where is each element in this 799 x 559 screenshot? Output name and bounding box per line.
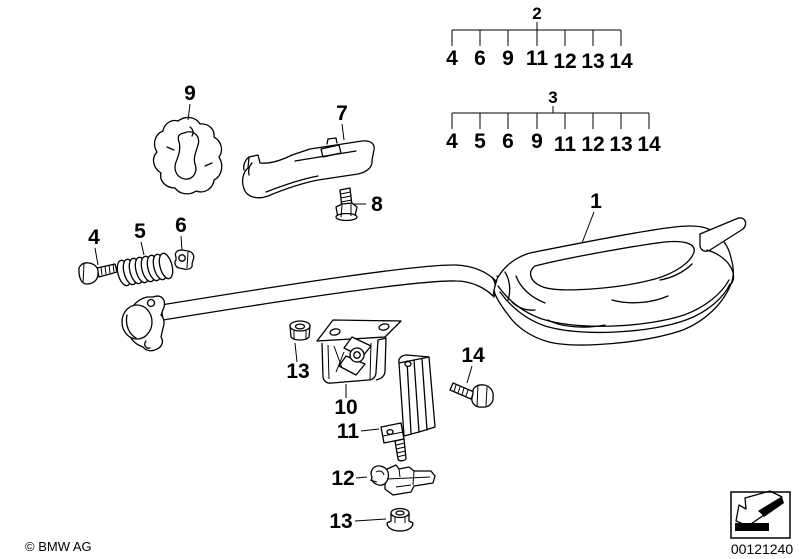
mount-bracket-drawing <box>316 319 402 384</box>
group-3-label[interactable]: 3 <box>548 88 557 107</box>
group-3-item[interactable]: 4 <box>446 130 458 153</box>
group-2-item[interactable]: 6 <box>474 47 486 70</box>
group-tree-3: 3 4 5 6 9 11 12 13 14 <box>446 88 661 156</box>
callout-clamp[interactable]: 12 <box>331 467 354 490</box>
rubber-ring-drawing <box>152 116 223 195</box>
callout-rubber-ring[interactable]: 9 <box>184 82 196 105</box>
callout-spring[interactable]: 5 <box>134 220 146 243</box>
callout-bracket-bolt[interactable]: 8 <box>371 193 383 216</box>
tailpipe-drawing <box>699 217 747 252</box>
front-nut-drawing <box>174 249 195 270</box>
drawing-number: 00121240 <box>731 541 794 557</box>
front-pipe-drawing <box>121 264 502 352</box>
hanger-bolt-drawing <box>449 382 494 408</box>
group-3-item[interactable]: 13 <box>609 133 632 156</box>
hanger-drawing <box>380 354 436 462</box>
group-3-item[interactable]: 6 <box>502 130 514 153</box>
callout-nut-bottom[interactable]: 13 <box>329 510 352 533</box>
group-3-item[interactable]: 12 <box>581 133 604 156</box>
group-2-item[interactable]: 4 <box>446 47 458 70</box>
callout-muffler[interactable]: 1 <box>590 190 602 213</box>
nut-top-drawing <box>289 320 311 341</box>
callout-mount-bracket[interactable]: 10 <box>334 396 357 419</box>
group-2-item[interactable]: 14 <box>609 50 633 73</box>
group-3-item[interactable]: 14 <box>637 133 661 156</box>
diagonal-arrow-icon <box>735 490 784 531</box>
muffler-drawing <box>493 217 747 346</box>
group-2-tree-lines <box>451 22 622 46</box>
copyright-text: © BMW AG <box>25 539 92 554</box>
callout-front-bolt[interactable]: 4 <box>88 226 100 249</box>
group-2-item[interactable]: 9 <box>502 47 514 70</box>
callout-support-bracket[interactable]: 7 <box>336 102 348 125</box>
support-bracket-drawing <box>241 137 375 199</box>
clamp-drawing <box>369 464 436 496</box>
nav-arrow-box[interactable] <box>730 490 791 539</box>
spring-drawing <box>116 252 174 287</box>
callout-front-nut[interactable]: 6 <box>175 214 187 237</box>
group-tree-2: 2 4 6 9 11 12 13 14 <box>446 4 633 73</box>
group-3-item[interactable]: 5 <box>474 130 486 153</box>
group-3-item[interactable]: 9 <box>531 130 543 153</box>
group-2-item[interactable]: 11 <box>526 47 549 70</box>
group-2-label[interactable]: 2 <box>532 4 541 23</box>
nut-bottom-drawing <box>386 507 414 532</box>
group-2-item[interactable]: 13 <box>581 50 604 73</box>
group-3-item[interactable]: 11 <box>554 133 577 156</box>
callout-hanger[interactable]: 11 <box>337 420 360 443</box>
front-bolt-drawing <box>78 262 118 285</box>
callout-hanger-bolt[interactable]: 14 <box>461 344 485 367</box>
callout-leader-lines <box>94 103 595 522</box>
callout-nut-top[interactable]: 13 <box>286 360 309 383</box>
bracket-bolt-drawing <box>335 187 358 222</box>
group-3-tree-lines <box>451 106 650 129</box>
group-2-item[interactable]: 12 <box>553 50 576 73</box>
